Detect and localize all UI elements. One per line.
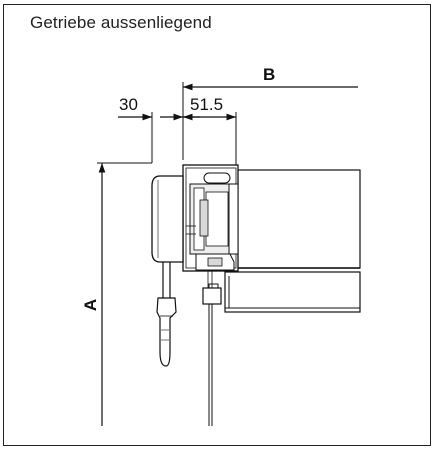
dimension-b: B — [182, 65, 358, 160]
cord-guide — [202, 270, 222, 426]
dimension-a-label: A — [81, 299, 100, 311]
dimension-b-label: B — [263, 65, 275, 84]
gearbox — [151, 175, 184, 263]
bottom-rail — [224, 271, 361, 313]
dimension-a: A — [81, 162, 152, 426]
dimension-51-5: 51.5 — [183, 95, 237, 165]
dimension-30-label: 30 — [119, 95, 138, 114]
dimension-30: 30 — [118, 95, 200, 163]
crank-hook — [156, 262, 177, 367]
drawing-title: Getriebe aussenliegend — [30, 13, 212, 32]
side-bracket — [182, 164, 239, 272]
dimension-51-5-label: 51.5 — [190, 95, 223, 114]
roller-housing — [235, 169, 361, 273]
